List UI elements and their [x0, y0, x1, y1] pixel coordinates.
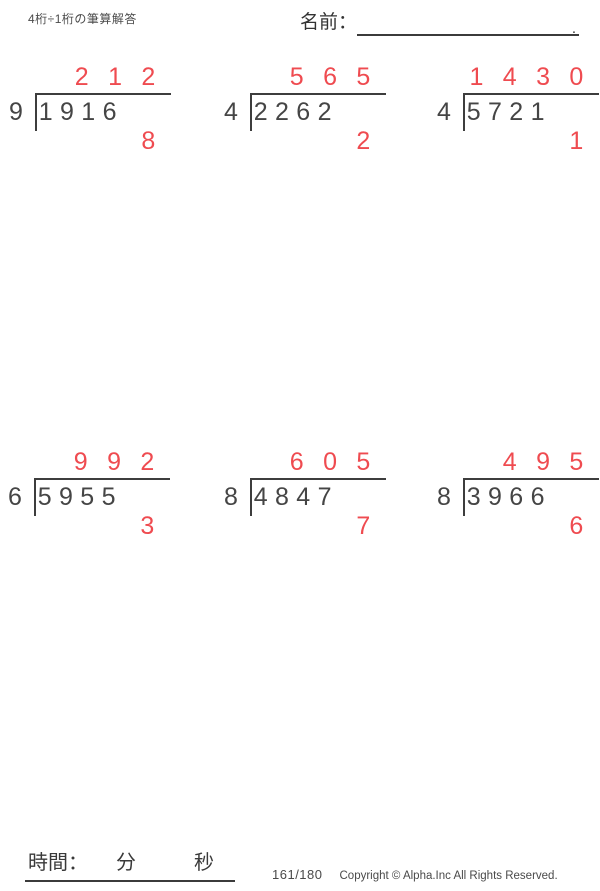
dividend-digit: 3	[466, 483, 481, 511]
divisor: 6	[8, 483, 22, 511]
time-field: 時間： 分 秒	[25, 851, 235, 882]
dividend-digit: 5	[37, 483, 52, 511]
divisor: 9	[9, 98, 23, 126]
division-bracket-line	[250, 93, 252, 131]
quotient-digit: 5	[356, 63, 371, 91]
dividend-digit: 5	[101, 483, 116, 511]
quotient-digit: 0	[569, 63, 584, 91]
division-bar	[250, 93, 386, 95]
dividend-digit: 1	[530, 98, 545, 126]
dividend-digit: 4	[296, 483, 311, 511]
quotient-digit: 6	[289, 448, 304, 476]
quotient-digit: 5	[569, 448, 584, 476]
quotient-digit: 5	[289, 63, 304, 91]
division-bracket-line	[463, 93, 465, 131]
dividend-digit: 5	[466, 98, 481, 126]
dividend-digit: 2	[509, 98, 524, 126]
dividend-digit: 2	[253, 98, 268, 126]
quotient-digit: 9	[107, 448, 121, 476]
dividend-digit: 1	[81, 98, 96, 126]
division-bar	[35, 93, 171, 95]
worksheet-title: 4桁÷1桁の筆算解答	[28, 12, 137, 26]
dividend-digit: 5	[80, 483, 95, 511]
dividend-digit: 9	[487, 483, 502, 511]
copyright-text: Copyright © Alpha.Inc All Rights Reserve…	[339, 870, 558, 882]
remainder: 3	[140, 512, 155, 540]
footer-credit: 161/180 Copyright © Alpha.Inc All Rights…	[272, 867, 558, 882]
quotient-digit: 2	[74, 63, 89, 91]
division-bracket-line	[34, 478, 36, 516]
name-label: 名前：	[300, 12, 358, 33]
divisor: 4	[437, 98, 451, 126]
remainder: 1	[569, 127, 584, 155]
dividend-digit: 6	[530, 483, 545, 511]
remainder: 6	[569, 512, 584, 540]
divisor: 8	[437, 483, 451, 511]
quotient-digit: 2	[141, 63, 156, 91]
dividend-digit: 6	[509, 483, 524, 511]
dividend-digit: 2	[317, 98, 332, 126]
quotient-digit: 3	[536, 63, 550, 91]
division-bracket-line	[463, 478, 465, 516]
quotient-digit: 5	[356, 448, 371, 476]
quotient-digit: 6	[323, 63, 337, 91]
name-underline: .	[357, 8, 580, 37]
dividend-digit: 9	[59, 98, 74, 126]
quotient-digit: 2	[140, 448, 155, 476]
divisor: 4	[224, 98, 238, 126]
division-bar	[463, 93, 599, 95]
division-bar	[463, 478, 599, 480]
seconds-label: 秒	[194, 852, 214, 874]
dividend-digit: 4	[253, 483, 268, 511]
quotient-digit: 1	[469, 63, 484, 91]
remainder: 7	[356, 512, 371, 540]
name-field: 名前： .	[300, 8, 580, 37]
division-bar	[250, 478, 386, 480]
divisor: 8	[224, 483, 238, 511]
dividend-digit: 8	[274, 483, 289, 511]
quotient-digit: 4	[502, 63, 517, 91]
time-label: 時間：	[28, 852, 88, 874]
page-number: 161/180	[272, 867, 323, 882]
quotient-digit: 1	[108, 63, 122, 91]
quotient-digit: 9	[73, 448, 88, 476]
quotient-digit: 0	[323, 448, 337, 476]
remainder: 8	[141, 127, 156, 155]
dividend-digit: 6	[296, 98, 311, 126]
dividend-digit: 2	[274, 98, 289, 126]
minutes-label: 分	[116, 852, 136, 874]
division-bracket-line	[250, 478, 252, 516]
dividend-digit: 9	[58, 483, 73, 511]
division-bar	[34, 478, 170, 480]
dividend-digit: 1	[38, 98, 53, 126]
remainder: 2	[356, 127, 371, 155]
quotient-digit: 4	[502, 448, 517, 476]
quotient-digit: 9	[536, 448, 550, 476]
dividend-digit: 7	[487, 98, 502, 126]
division-bracket-line	[35, 93, 37, 131]
name-line-period: .	[571, 20, 577, 37]
dividend-digit: 7	[317, 483, 332, 511]
dividend-digit: 6	[102, 98, 117, 126]
